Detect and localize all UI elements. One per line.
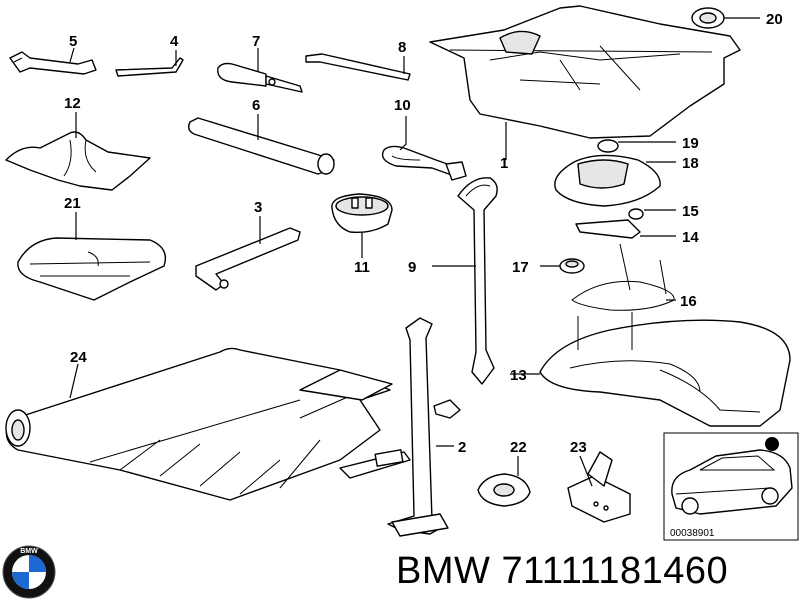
bmw-logo-text: BMW	[20, 548, 38, 555]
part-14-bracket	[575, 219, 676, 239]
callout-21: 21	[64, 195, 81, 212]
part-5-wrench	[9, 47, 97, 75]
part-17-flange-nut	[540, 258, 585, 274]
part-4-hex-key	[115, 50, 184, 77]
callout-2: 2	[458, 439, 466, 456]
part-10-tow-eye	[381, 116, 467, 181]
callout-18: 18	[682, 155, 699, 172]
part-number: 71111181460	[501, 550, 729, 592]
part-18-dome-holder	[554, 154, 676, 207]
callout-4: 4	[170, 33, 179, 50]
callout-12: 12	[64, 95, 81, 112]
location-marker	[765, 437, 779, 451]
callout-10: 10	[394, 97, 411, 114]
part-21-folded-cover	[17, 212, 167, 301]
part-16-clamp-wire	[571, 243, 676, 311]
part-6-tube-wrench	[187, 114, 335, 175]
callout-24: 24	[70, 349, 87, 366]
part-13-well-liner	[510, 312, 791, 427]
part-3-l-wrench	[195, 216, 301, 291]
callout-22: 22	[510, 439, 527, 456]
part-7-screwdriver	[217, 48, 303, 93]
part-number-caption: BMW 71111181460	[396, 546, 796, 596]
part-9-jack-handle	[432, 177, 498, 385]
callout-5: 5	[69, 33, 77, 50]
inset-code: 00038901	[670, 528, 715, 539]
part-19-bolt	[597, 139, 676, 153]
callout-9: 9	[408, 259, 416, 276]
callout-1: 1	[500, 155, 508, 172]
callout-20: 20	[766, 11, 783, 28]
part-8-rod	[305, 53, 411, 81]
part-15-nut	[628, 208, 676, 220]
callout-8: 8	[398, 39, 406, 56]
callout-3: 3	[254, 199, 262, 216]
callout-14: 14	[682, 229, 699, 246]
part-22-gasket	[477, 456, 531, 507]
brand-name: BMW	[396, 550, 491, 592]
part-2-jack	[339, 317, 461, 537]
part-20-wing-nut	[691, 7, 760, 29]
callout-17: 17	[512, 259, 529, 276]
part-23-strap-holder	[567, 451, 631, 523]
callout-15: 15	[682, 203, 699, 220]
part-24-tool-roll	[5, 347, 393, 501]
location-inset: 00038901	[663, 432, 799, 541]
callout-7: 7	[252, 33, 260, 50]
bmw-logo-icon: BMW	[2, 545, 56, 599]
callout-23: 23	[570, 439, 587, 456]
part-1-tool-tray	[429, 5, 741, 160]
callout-6: 6	[252, 97, 260, 114]
part-12-cloth-bag	[5, 112, 151, 191]
callout-16: 16	[680, 293, 697, 310]
callout-11: 11	[354, 259, 370, 276]
callout-19: 19	[682, 135, 699, 152]
part-11-jack-adapter	[331, 193, 393, 258]
callout-13: 13	[510, 367, 527, 384]
